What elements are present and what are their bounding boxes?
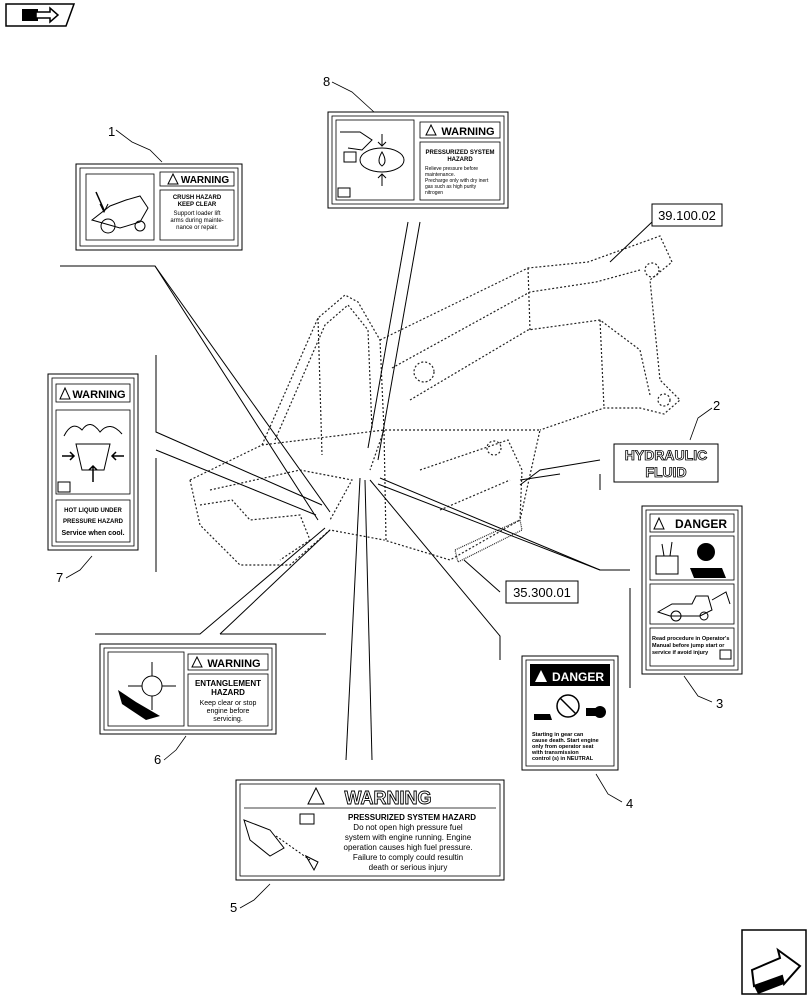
decal-4-line-3: only from operator seat — [532, 744, 594, 750]
decal-5-header: WARNING — [307, 786, 432, 808]
book-icon — [337, 187, 351, 198]
decal-1-line-4: arms during mainte- — [170, 218, 223, 224]
decal-6-line-1: ENTANGLEMENT — [195, 679, 261, 688]
callout-4: 4 — [626, 796, 633, 811]
book-icon — [299, 813, 315, 825]
decal-5-line-6: death or serious injury — [369, 863, 448, 872]
decal-5-pressurized-fuel[interactable]: WARNING PRESSURIZED SYSTEM HAZARD Do not… — [235, 779, 505, 881]
decal-3-line-2: Manual before jump start or — [652, 643, 725, 649]
decal-4-start-in-gear[interactable]: DANGER Starting in gear can cause death.… — [521, 655, 619, 771]
svg-text:WARNING: WARNING — [345, 788, 432, 808]
hand-spray-icon — [243, 819, 319, 872]
decal-2-hydraulic-fluid[interactable]: HYDRAULIC FLUID — [613, 443, 719, 483]
svg-text:WARNING: WARNING — [441, 126, 494, 138]
run-over-icon — [534, 714, 552, 720]
decal-5-line-3: system with engine running. Engine — [345, 833, 472, 842]
decal-2-line-1: HYDRAULIC — [625, 447, 707, 463]
no-start-icon — [556, 694, 580, 718]
decal-1-line-3: Support loader lift — [173, 211, 220, 217]
svg-text:WARNING: WARNING — [72, 389, 125, 401]
reference-frame-link[interactable]: 39.100.02 — [651, 203, 723, 227]
decal-3-jump-start[interactable]: DANGER Read procedure in Operator's Manu… — [641, 505, 743, 675]
pressure-hand-icon — [335, 119, 415, 201]
decal-3-header: DANGER — [649, 513, 735, 533]
decal-5-line-5: Failure to comply could resultin — [353, 853, 463, 862]
decal-8-line-1: PRESSURIZED SYSTEM — [425, 150, 494, 156]
callout-7: 7 — [56, 570, 63, 585]
decal-4-line-4: with transmission — [531, 750, 579, 756]
book-arrow-icon — [22, 6, 60, 24]
callout-3: 3 — [716, 696, 723, 711]
decal-4-line-1: Starting in gear can — [532, 732, 584, 738]
decal-5-line-1: PRESSURIZED SYSTEM HAZARD — [348, 813, 476, 822]
decal-4-line-2: cause death. Start engine — [532, 738, 599, 744]
decal-6-entanglement[interactable]: WARNING ENTANGLEMENT HAZARD Keep clear o… — [99, 643, 277, 735]
decal-6-header: WARNING — [187, 653, 269, 671]
decal-1-line-1: CRUSH HAZARD — [173, 195, 222, 201]
callout-6: 6 — [154, 752, 161, 767]
reference-tank-link[interactable]: 35.300.01 — [505, 580, 579, 604]
decal-8-line-5: Precharge only with dry inert — [425, 178, 489, 184]
decal-8-line-7: nitrogen — [425, 190, 443, 196]
decal-3-line-1: Read procedure in Operator's — [652, 636, 729, 642]
decal-8-line-6: gas such as high purity — [425, 184, 477, 190]
decal-6-line-5: servicing. — [213, 716, 243, 723]
decal-3-line-3: service if avoid injury — [652, 650, 709, 656]
page-forward-arrow-icon — [750, 947, 802, 994]
decal-8-pressurized-system[interactable]: WARNING PRESSURIZED SYSTEM HAZARD Reliev… — [327, 111, 509, 209]
decal-8-line-2: HAZARD — [447, 157, 473, 163]
decal-6-line-2: HAZARD — [211, 688, 245, 697]
reference-frame-text: 39.100.02 — [658, 208, 716, 223]
decal-1-header: WARNING — [159, 171, 235, 187]
decal-1-line-5: nance or repair. — [176, 225, 218, 231]
book-icon — [57, 481, 71, 493]
fan-entanglement-icon — [107, 651, 185, 727]
decal-7-header: WARNING — [55, 383, 131, 403]
prev-page-button[interactable] — [5, 3, 76, 27]
decal-7-line-3: Service when cool. — [61, 530, 124, 537]
decal-7-hot-liquid[interactable]: WARNING HOT LIQUID UNDER PRESSURE HAZARD… — [47, 373, 139, 551]
decal-7-line-1: HOT LIQUID UNDER — [64, 508, 122, 514]
callouts: 1 2 3 4 5 6 7 8 — [56, 74, 723, 915]
decal-1-line-2: KEEP CLEAR — [178, 202, 217, 208]
machine-frame — [189, 235, 681, 566]
callout-5: 5 — [230, 900, 237, 915]
backhoe-icon — [649, 583, 735, 625]
hot-liquid-icon — [55, 409, 131, 495]
battery-jump-icon — [649, 535, 735, 581]
decal-2-line-2: FLUID — [645, 464, 686, 480]
svg-text:DANGER: DANGER — [675, 517, 727, 531]
svg-text:WARNING: WARNING — [181, 175, 230, 186]
callout-2: 2 — [713, 398, 720, 413]
book-icon — [719, 649, 732, 660]
leader-lines — [60, 221, 653, 761]
callout-1: 1 — [108, 124, 115, 139]
decal-6-line-3: Keep clear or stop — [200, 700, 257, 707]
tractor-icon — [586, 706, 606, 718]
reference-tank-text: 35.300.01 — [513, 585, 571, 600]
decal-8-header: WARNING — [419, 121, 501, 139]
decal-5-line-4: operation causes high fuel pressure. — [344, 843, 473, 852]
decal-8-line-4: maintenance. — [425, 172, 455, 178]
decal-8-line-3: Relieve pressure before — [425, 166, 478, 172]
decal-1-crush-hazard[interactable]: WARNING CRUSH HAZARD KEEP CLEAR Support … — [75, 163, 243, 251]
decal-6-line-4: engine before — [207, 708, 250, 715]
decal-7-line-2: PRESSURE HAZARD — [63, 519, 124, 525]
decal-5-line-2: Do not open high pressure fuel — [353, 823, 463, 832]
callout-8: 8 — [323, 74, 330, 89]
svg-text:WARNING: WARNING — [207, 658, 260, 670]
loader-crush-icon — [85, 173, 155, 241]
next-page-button[interactable] — [741, 929, 807, 995]
decal-4-header: DANGER — [530, 664, 610, 686]
svg-text:DANGER: DANGER — [552, 670, 604, 684]
decal-4-line-5: control (s) in NEUTRAL — [532, 756, 594, 762]
